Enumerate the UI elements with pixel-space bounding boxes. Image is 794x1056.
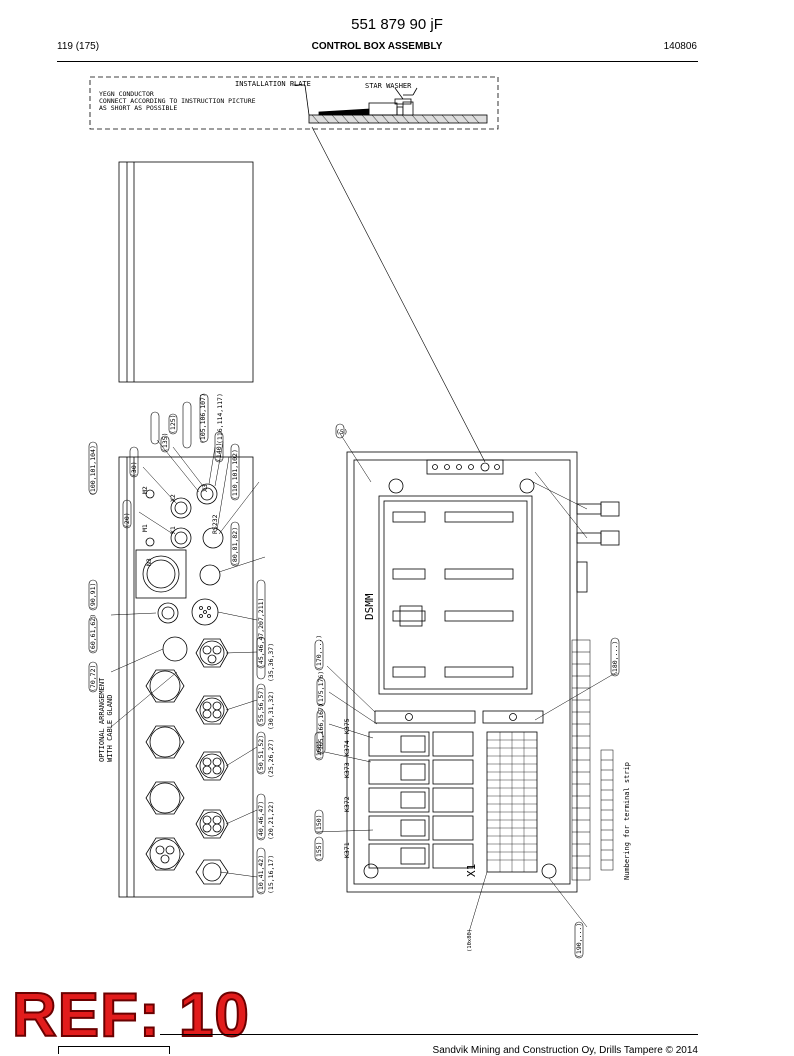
callout-170: (170,...): [315, 635, 323, 670]
note-line-3: AS SHORT AS POSSIBLE: [99, 104, 177, 112]
callout-155: (155): [315, 841, 323, 861]
callout-80: (80,81,82): [231, 527, 239, 566]
callout-45: (45,46,47,207,211): [257, 598, 265, 668]
callout-105: (105,106,107): [199, 393, 207, 444]
relay-k374: K374: [343, 740, 351, 756]
callout-160: (160): [315, 740, 323, 760]
callout-180: (180,...): [611, 641, 619, 676]
footer-divider: [160, 1034, 698, 1035]
gland-note-1: OPTIONAL ARRANGEMENT: [98, 677, 106, 762]
header-divider: [57, 61, 698, 62]
gland-plate-view: [118, 456, 254, 898]
sandvik-logo: [58, 1046, 170, 1054]
document-number: 551 879 90 jF: [351, 16, 443, 33]
callout-5: (5): [336, 428, 348, 436]
installation-detail: [89, 76, 499, 130]
callout-10: (10,41,42): [257, 855, 265, 894]
label-x2: X2: [169, 494, 177, 502]
installation-plate-label: INSTALLATION PLATE: [235, 80, 311, 88]
callout-30: (30,31,32): [267, 691, 275, 730]
ref-badge: REF: 10: [11, 981, 250, 1050]
callout-20: (20,21,22): [267, 801, 275, 840]
label-m2: M2: [141, 486, 149, 494]
label-rs232: RS232: [211, 514, 219, 534]
callout-55: (55,56,57): [257, 687, 265, 726]
label-n3: N3: [145, 558, 153, 566]
label-m1: M1: [141, 524, 149, 532]
callout-116: (116,114,117): [216, 393, 224, 444]
callout-150: (150): [315, 814, 323, 834]
callout-50: (50,51,52): [257, 735, 265, 774]
callout-190: (190,...): [575, 923, 583, 958]
page-reference: 119 (175): [57, 41, 100, 52]
callout-20a: (20): [123, 512, 131, 528]
callout-60: (60,61,62): [89, 614, 97, 653]
callout-30a: (30): [130, 461, 138, 477]
page-header: 119 (175) CONTROL BOX ASSEMBLY 140806: [57, 41, 697, 55]
note-line-2: CONNECT ACCORDING TO INSTRUCTION PICTURE: [99, 97, 256, 105]
callout-140: (140): [215, 442, 223, 462]
star-washer-label: STAR WASHER: [365, 82, 412, 90]
section-title: CONTROL BOX ASSEMBLY: [311, 41, 443, 52]
callout-25: (25,26,27): [267, 739, 275, 778]
relay-k371: K371: [343, 842, 351, 858]
label-x3: X3: [201, 484, 209, 492]
note-line-1: YEGN CONDUCTOR: [99, 90, 154, 98]
label-x1: X1: [169, 526, 177, 534]
document-date: 140806: [663, 41, 697, 52]
callout-100: (100,101,104): [89, 445, 97, 496]
callout-135: (135): [161, 432, 169, 452]
relay-k375: K375: [343, 718, 351, 734]
box-side-view: [118, 161, 254, 383]
control-box-front: [346, 451, 620, 893]
gland-note-2: WITH CABLE GLAND: [106, 695, 114, 762]
callout-35: (35,36,37): [267, 643, 275, 682]
callout-165: (165,166,167): [317, 703, 325, 754]
callout-40: (40,46,47): [257, 801, 265, 840]
relay-k373: K373: [343, 762, 351, 778]
callout-175: (175,176): [317, 671, 325, 706]
callout-90: (90,91): [89, 583, 97, 610]
callout-125: (125): [169, 414, 177, 434]
callout-10x80: (10x80): [467, 929, 473, 952]
callout-15: (15,16,17): [267, 855, 275, 894]
callout-70: (70,72): [89, 665, 97, 692]
copyright-text: Sandvik Mining and Construction Oy, Dril…: [432, 1045, 698, 1056]
control-box-drawing: INSTALLATION PLATE STAR WASHER YEGN COND…: [88, 76, 631, 959]
numbering-label: Numbering for terminal strip: [623, 762, 631, 880]
callout-110: (110,101,102): [231, 449, 239, 500]
relay-k372: K372: [343, 796, 351, 812]
dsmm-label: DSMM: [363, 593, 376, 620]
x1-terminal-label: X1: [465, 864, 478, 877]
